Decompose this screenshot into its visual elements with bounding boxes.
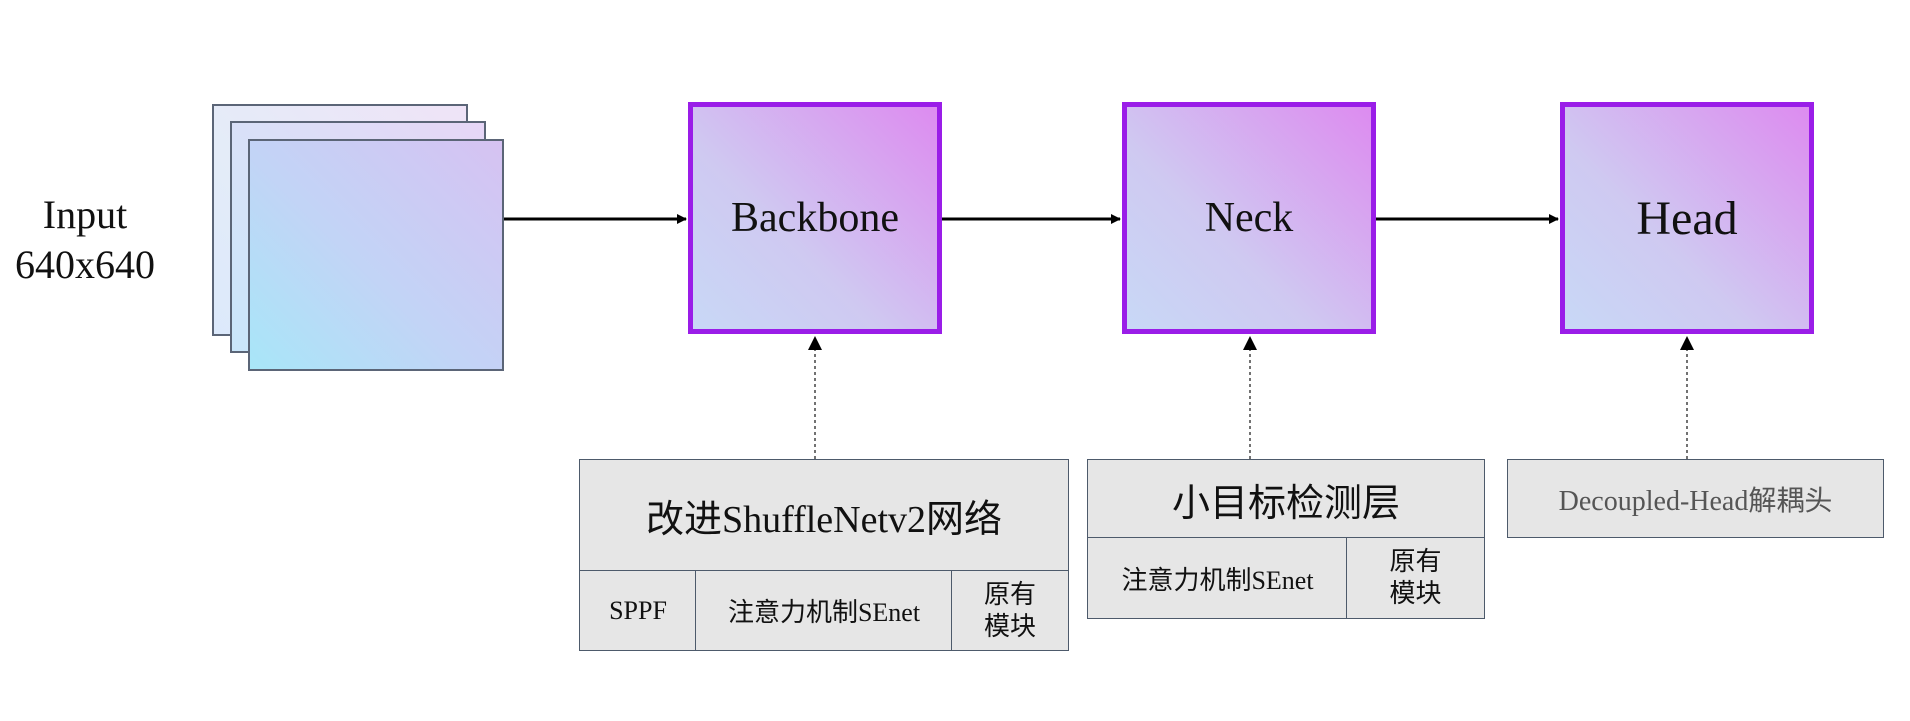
- neck-stage: Neck: [1122, 102, 1376, 334]
- neck-senet-cell: 注意力机制SEnet: [1087, 537, 1348, 619]
- arrowhead-head-module: [1680, 336, 1694, 350]
- arrowhead-backbone-module: [808, 336, 822, 350]
- input-label-line1: Input: [42, 192, 128, 237]
- head-label: Head: [1636, 191, 1738, 245]
- neck-original-line2: 模块: [1389, 579, 1442, 608]
- head-stage: Head: [1560, 102, 1814, 334]
- neck-original-line1: 原有: [1389, 547, 1442, 576]
- neck-original-cell: 原有 模块: [1346, 537, 1485, 619]
- backbone-original-line1: 原有: [983, 579, 1036, 609]
- backbone-senet-cell: 注意力机制SEnet: [695, 570, 953, 651]
- backbone-label: Backbone: [731, 195, 899, 241]
- input-label: Input 640x640: [0, 190, 170, 290]
- head-module-title: Decoupled-Head解耦头: [1507, 459, 1884, 538]
- input-size-label: 640x640: [15, 242, 155, 287]
- backbone-original-line2: 模块: [983, 611, 1036, 641]
- arrowhead-neck-module: [1243, 336, 1257, 350]
- backbone-sppf-cell: SPPF: [579, 570, 697, 651]
- backbone-module-title: 改进ShuffleNetv2网络: [579, 459, 1069, 572]
- backbone-original-cell: 原有 模块: [951, 570, 1069, 651]
- neck-label: Neck: [1204, 195, 1294, 241]
- neck-module-title: 小目标检测层: [1087, 459, 1485, 539]
- input-frame-front: [248, 139, 504, 371]
- backbone-stage: Backbone: [688, 102, 942, 334]
